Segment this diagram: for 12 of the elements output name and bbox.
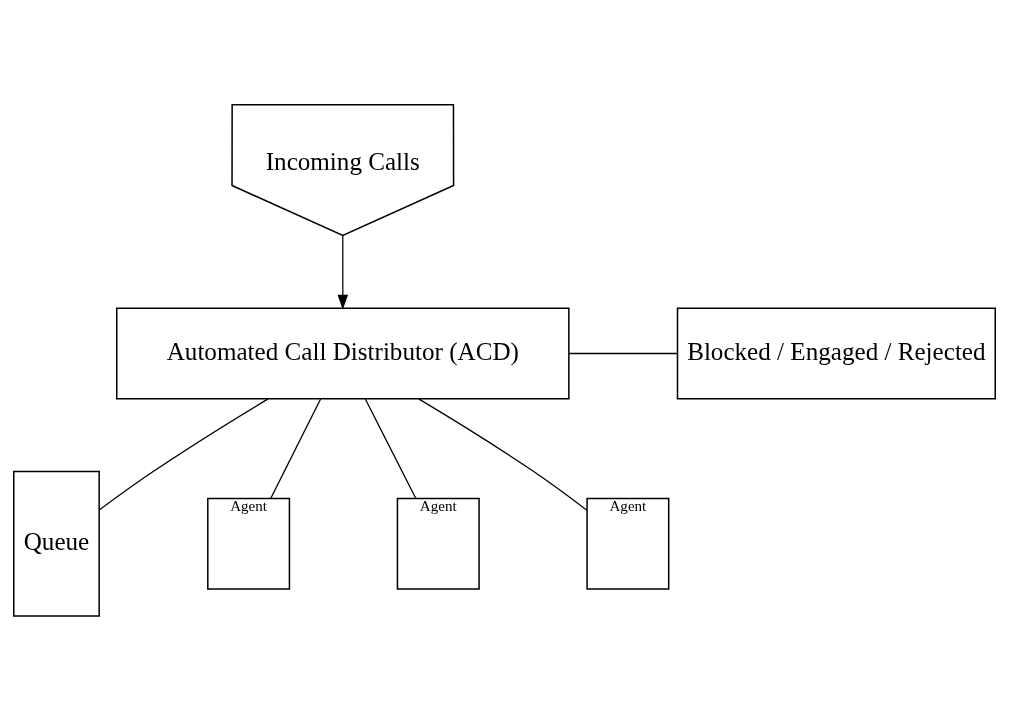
- node-box: Agent: [586, 497, 670, 590]
- connector: [98, 398, 269, 511]
- connector: [270, 398, 322, 500]
- arrow: [337, 234, 349, 310]
- node-box: Agent: [207, 497, 291, 590]
- node-box: Automated Call Distributor (ACD): [116, 307, 570, 400]
- node-box: Agent: [396, 497, 480, 590]
- node-box: Queue: [13, 470, 100, 617]
- connector: [418, 398, 588, 511]
- connector: [568, 352, 678, 355]
- connector: [364, 398, 417, 500]
- node-box: Blocked / Engaged / Rejected: [676, 307, 996, 400]
